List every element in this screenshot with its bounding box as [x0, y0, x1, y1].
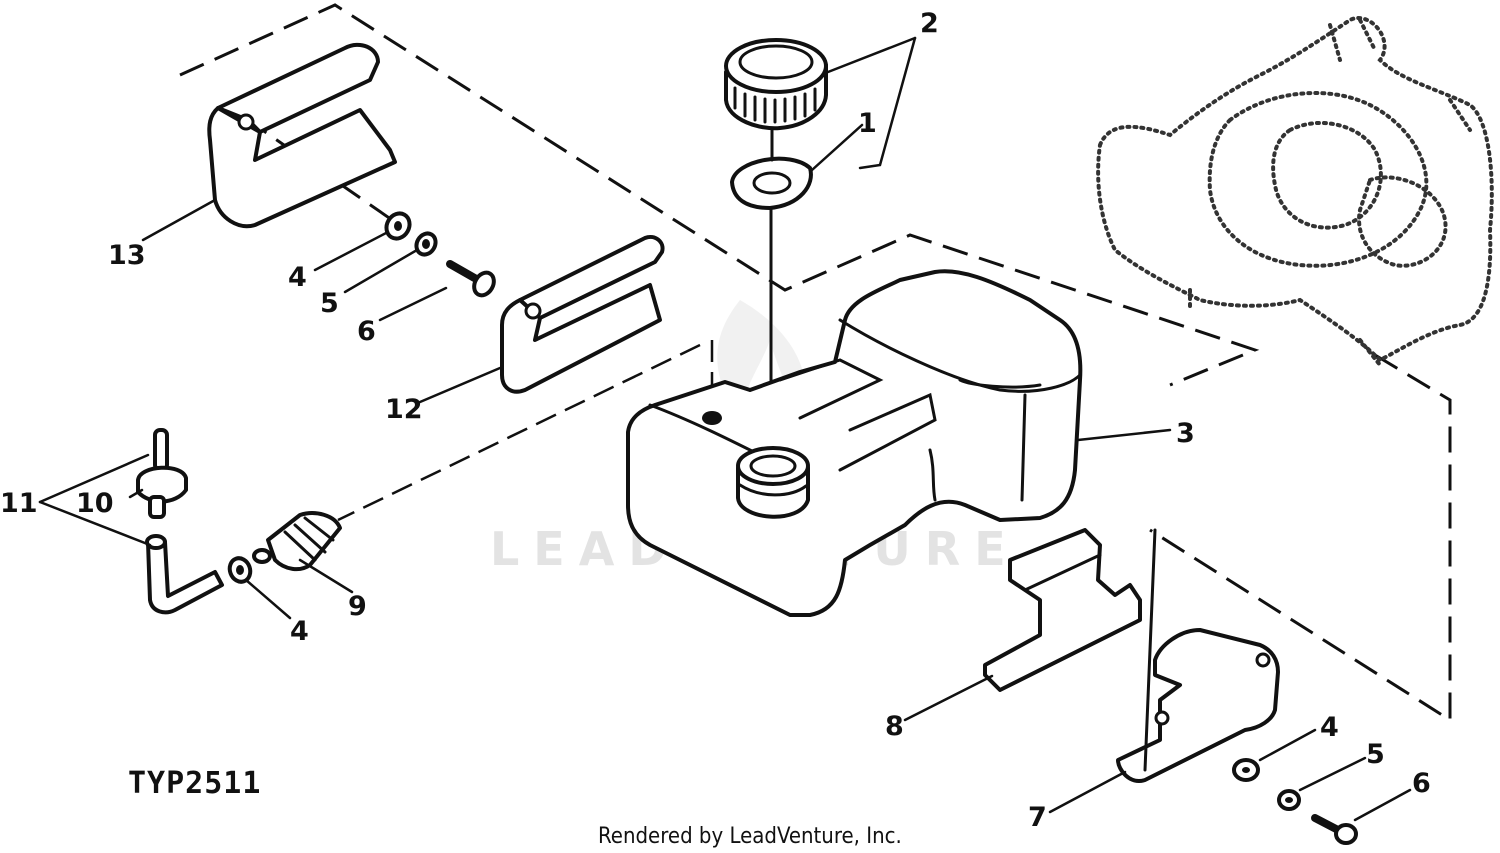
washer-4-right [1232, 758, 1260, 782]
callout-10: 10 [76, 488, 114, 519]
lock-washer-5-right [1277, 789, 1301, 811]
bracket-middle-12 [500, 235, 665, 394]
callout-4-right: 4 [1320, 712, 1339, 743]
shutoff-valve-10 [136, 428, 188, 519]
bracket-8 [983, 528, 1142, 692]
figure-code: TYP2511 [128, 766, 261, 801]
fuel-line-11 [145, 534, 224, 615]
callout-5-right: 5 [1366, 739, 1385, 770]
callout-5-upper: 5 [320, 288, 339, 319]
callout-6-right: 6 [1412, 768, 1431, 799]
callout-13: 13 [108, 240, 146, 271]
callout-labels: 1 2 3 4 5 6 13 12 10 11 9 4 8 7 4 5 6 [0, 8, 1431, 833]
callout-3: 3 [1176, 418, 1195, 449]
bracket-upper-13 [207, 42, 397, 229]
lock-washer-5-upper [414, 231, 438, 257]
callout-4-left: 4 [290, 616, 309, 647]
fuel-tank-3 [626, 269, 1083, 617]
leader-lines [38, 36, 1412, 822]
callout-6-upper: 6 [357, 316, 376, 347]
mounting-bracket-7 [1116, 528, 1280, 783]
callout-1: 1 [858, 108, 877, 139]
callout-4-upper: 4 [288, 262, 307, 293]
callout-9: 9 [348, 591, 367, 622]
washer-4-left [227, 556, 253, 584]
callout-11: 11 [0, 488, 38, 519]
callout-12: 12 [385, 394, 423, 425]
render-credit: Rendered by LeadVenture, Inc. [598, 824, 902, 849]
screw-6-right [1311, 814, 1358, 845]
fuel-filter-9 [252, 511, 342, 572]
washer-4-upper [384, 211, 412, 241]
screw-6-upper [446, 260, 496, 298]
fuel-cap-2 [724, 38, 828, 131]
callout-8: 8 [885, 711, 904, 742]
callout-2: 2 [920, 8, 939, 39]
callout-7: 7 [1028, 802, 1047, 833]
engine-block-outline [1096, 16, 1494, 367]
